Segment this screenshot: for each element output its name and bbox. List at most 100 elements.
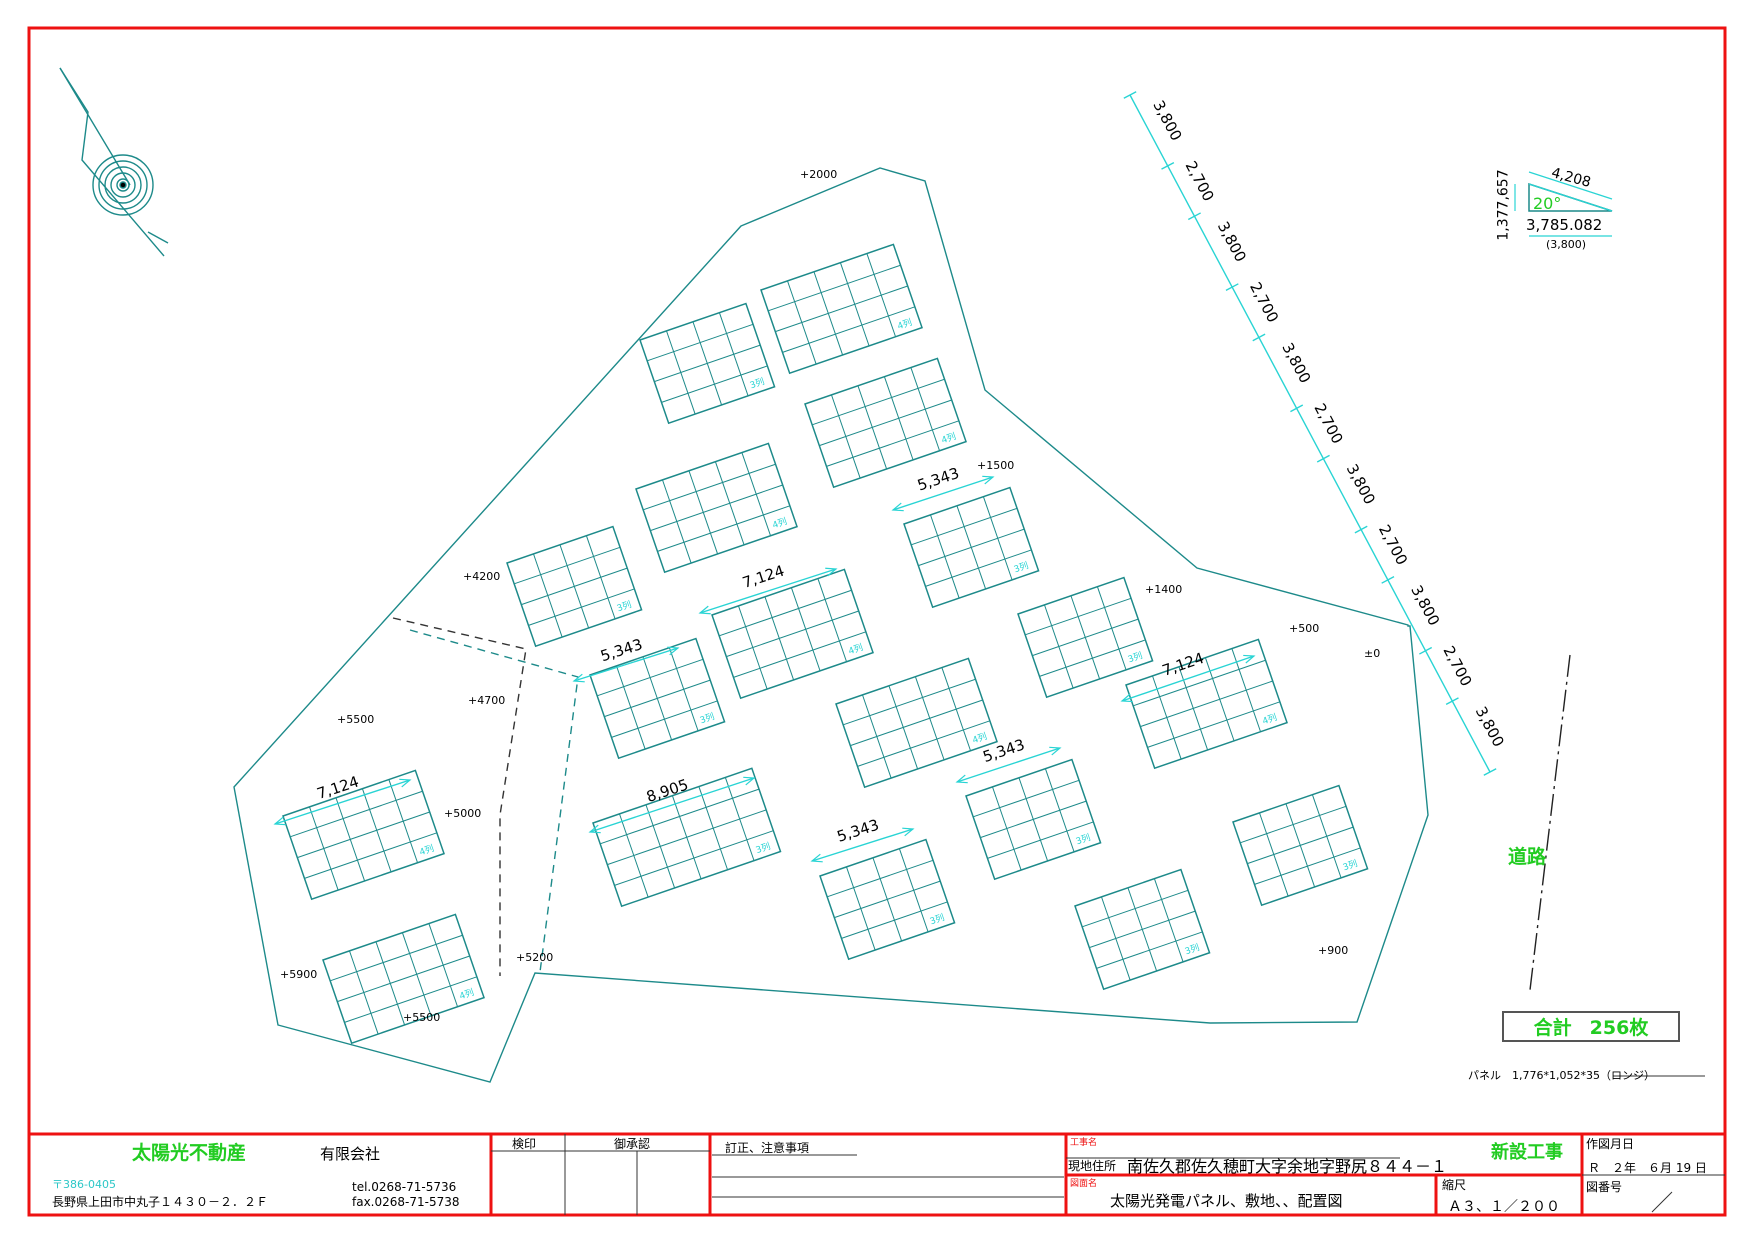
road-centerline bbox=[1529, 654, 1571, 991]
panel-divider bbox=[1032, 618, 1139, 657]
spacing-label: 3,800 bbox=[1472, 704, 1508, 750]
spacing-label: 3,800 bbox=[1278, 340, 1314, 386]
spacing-tick bbox=[1354, 525, 1368, 534]
dimension-arrow bbox=[825, 567, 838, 577]
array-row-label: 3列 bbox=[1183, 941, 1201, 957]
array-row-label: 4列 bbox=[1261, 711, 1279, 727]
spacing-tick bbox=[1445, 697, 1459, 706]
panel-divider bbox=[767, 264, 901, 312]
elevation-label: +1500 bbox=[977, 459, 1015, 472]
spacing-label: 2,700 bbox=[1439, 643, 1475, 689]
spacing-label: 2,700 bbox=[1311, 400, 1347, 446]
panel-divider bbox=[811, 378, 945, 426]
dimension-arrow bbox=[588, 824, 601, 834]
panel-divider bbox=[599, 788, 760, 845]
panel-divider bbox=[344, 976, 478, 1023]
panel-divider bbox=[1024, 597, 1132, 636]
tilt-angle-label: 20° bbox=[1533, 194, 1562, 213]
panel-array: 3列 bbox=[1232, 784, 1369, 907]
spacing-tick bbox=[1419, 646, 1433, 655]
spacing-tick bbox=[1187, 212, 1201, 221]
panel-array: 4列 bbox=[635, 442, 798, 574]
panel-divider bbox=[650, 484, 783, 532]
site-address: 南佐久郡佐久穂町大字余地字野尻８４４－１ bbox=[1127, 1157, 1448, 1176]
panel-divider bbox=[819, 399, 952, 447]
panel-divider bbox=[304, 832, 438, 879]
panel-divider bbox=[1239, 805, 1347, 844]
array-row-label: 4列 bbox=[971, 730, 989, 746]
panel-array-outline bbox=[1125, 638, 1288, 770]
elevation-label: +900 bbox=[1318, 944, 1349, 957]
dimension-arrow bbox=[1243, 654, 1256, 664]
panel-divider bbox=[1096, 931, 1203, 969]
array-row-label: 3列 bbox=[928, 911, 946, 927]
total-label: 合計 bbox=[1533, 1017, 1572, 1039]
panel-array: 4列 bbox=[282, 769, 445, 901]
panel-divider bbox=[775, 285, 908, 333]
panel-divider bbox=[607, 809, 767, 866]
panel-divider bbox=[337, 955, 470, 1003]
panel-divider bbox=[521, 567, 628, 606]
panel-divider bbox=[297, 811, 430, 859]
spacing-tick bbox=[1483, 768, 1497, 776]
company-address: 長野県上田市中丸子１４３０－２．２Ｆ bbox=[52, 1195, 269, 1209]
panel-divider bbox=[528, 588, 635, 626]
panel-divider bbox=[841, 901, 948, 939]
scale-label: 縮尺 bbox=[1442, 1178, 1467, 1192]
array-row-label: 4列 bbox=[847, 641, 865, 657]
dimension-arrow bbox=[891, 502, 904, 512]
panel-divider bbox=[329, 934, 463, 982]
panel-divider bbox=[918, 528, 1025, 567]
panel-array: 4列 bbox=[322, 913, 485, 1045]
spacing-tick bbox=[1225, 283, 1239, 292]
array-row-label: 3列 bbox=[1126, 649, 1144, 665]
spacing-label: 2,700 bbox=[1182, 158, 1218, 204]
panel-divider bbox=[718, 589, 852, 637]
panel-divider bbox=[611, 700, 718, 738]
spacing-line bbox=[1129, 94, 1491, 773]
spacing-tick bbox=[1161, 161, 1175, 170]
panel-divider bbox=[1089, 910, 1196, 949]
panel-divider bbox=[513, 546, 621, 585]
panel-array: 4列 bbox=[760, 243, 923, 375]
panel-divider bbox=[1247, 826, 1354, 865]
dimension-line bbox=[589, 777, 755, 833]
dimension-arrow bbox=[1049, 746, 1062, 756]
spacing-tick bbox=[1381, 575, 1395, 584]
drawing-name-label: 図面名 bbox=[1070, 1179, 1098, 1189]
panel-divider bbox=[1132, 659, 1266, 707]
spacing-label: 2,700 bbox=[1246, 279, 1282, 325]
array-row-label: 3列 bbox=[1074, 831, 1092, 847]
postal-code: 〒386-0405 bbox=[52, 1178, 116, 1191]
company-fax: fax.0268-71-5738 bbox=[352, 1195, 460, 1209]
panel-array-outline bbox=[589, 637, 726, 760]
panel-divider bbox=[972, 779, 1080, 818]
panel-divider bbox=[642, 463, 776, 511]
date-label: 作図月日 bbox=[1586, 1137, 1635, 1151]
corrections-label: 訂正、注意事項 bbox=[725, 1141, 810, 1155]
panel-array: 4列 bbox=[804, 357, 967, 489]
panel-divider bbox=[596, 658, 704, 697]
dimension-arrow bbox=[273, 816, 286, 826]
dimension-line bbox=[699, 568, 837, 614]
title-block-grid bbox=[489, 1075, 1725, 1215]
dimension-arrow bbox=[982, 475, 995, 485]
scale-value: Ａ３、１／２００ bbox=[1448, 1199, 1560, 1215]
inspection-stamp-label: 検印 bbox=[512, 1137, 537, 1151]
panel-divider bbox=[842, 678, 976, 726]
panel-divider bbox=[289, 790, 423, 838]
dimension-arrow bbox=[902, 827, 915, 837]
dimension-line bbox=[956, 747, 1061, 783]
elevation-label: +4700 bbox=[468, 694, 506, 707]
panel-divider bbox=[733, 631, 867, 678]
panel-array-outline bbox=[322, 913, 485, 1045]
panel-divider bbox=[726, 610, 859, 658]
elevation-label: +5500 bbox=[403, 1011, 441, 1024]
panel-divider bbox=[661, 365, 768, 403]
tilt-diagram bbox=[1514, 171, 1613, 237]
panel-divider bbox=[646, 323, 754, 362]
panel-divider bbox=[925, 549, 1032, 587]
array-row-label: 3列 bbox=[698, 710, 716, 726]
